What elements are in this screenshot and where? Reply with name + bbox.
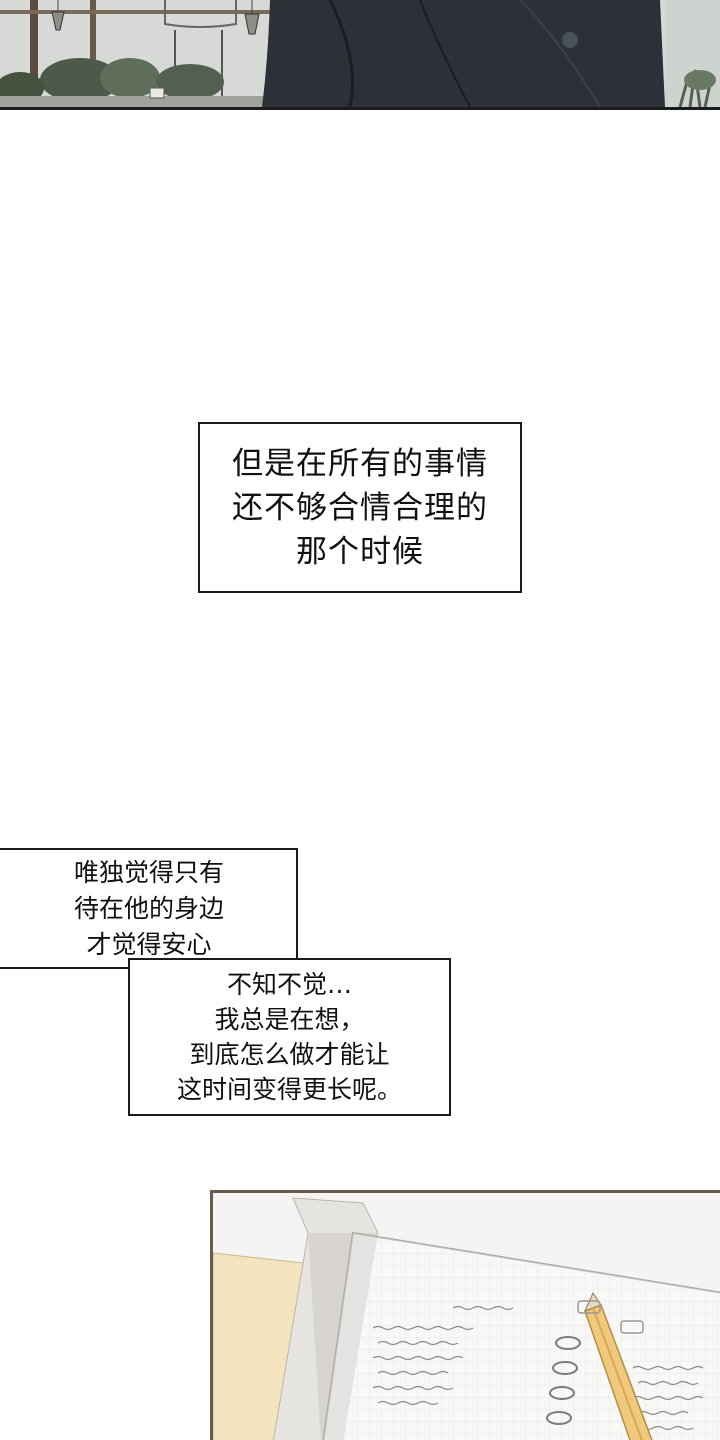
caption-3-line-1: 不知不觉…	[226, 970, 352, 999]
caption-box-3: 不知不觉… 我总是在想， 到底怎么做才能让 这时间变得更长呢。	[128, 958, 451, 1116]
notebook-illustration	[213, 1193, 720, 1440]
caption-2-line-3: 才觉得安心	[86, 929, 212, 959]
caption-1-line-2: 还不够合情合理的	[232, 489, 488, 526]
caption-box-1: 但是在所有的事情 还不够合情合理的 那个时候	[198, 422, 522, 593]
caption-1-line-3: 那个时候	[296, 533, 424, 570]
caption-2-line-1: 唯独觉得只有	[73, 857, 224, 887]
top-illustration-panel	[0, 0, 720, 110]
caption-3-line-4: 这时间变得更长呢。	[176, 1075, 402, 1104]
bottom-illustration-panel	[210, 1190, 720, 1440]
caption-3-line-3: 到底怎么做才能让	[189, 1040, 390, 1069]
garden-scene-illustration	[0, 0, 720, 107]
caption-1-line-1: 但是在所有的事情	[232, 445, 488, 482]
caption-3-line-2: 我总是在想，	[214, 1005, 365, 1034]
caption-2-line-2: 待在他的身边	[73, 893, 224, 923]
caption-box-2: 唯独觉得只有 待在他的身边 才觉得安心	[0, 848, 298, 969]
